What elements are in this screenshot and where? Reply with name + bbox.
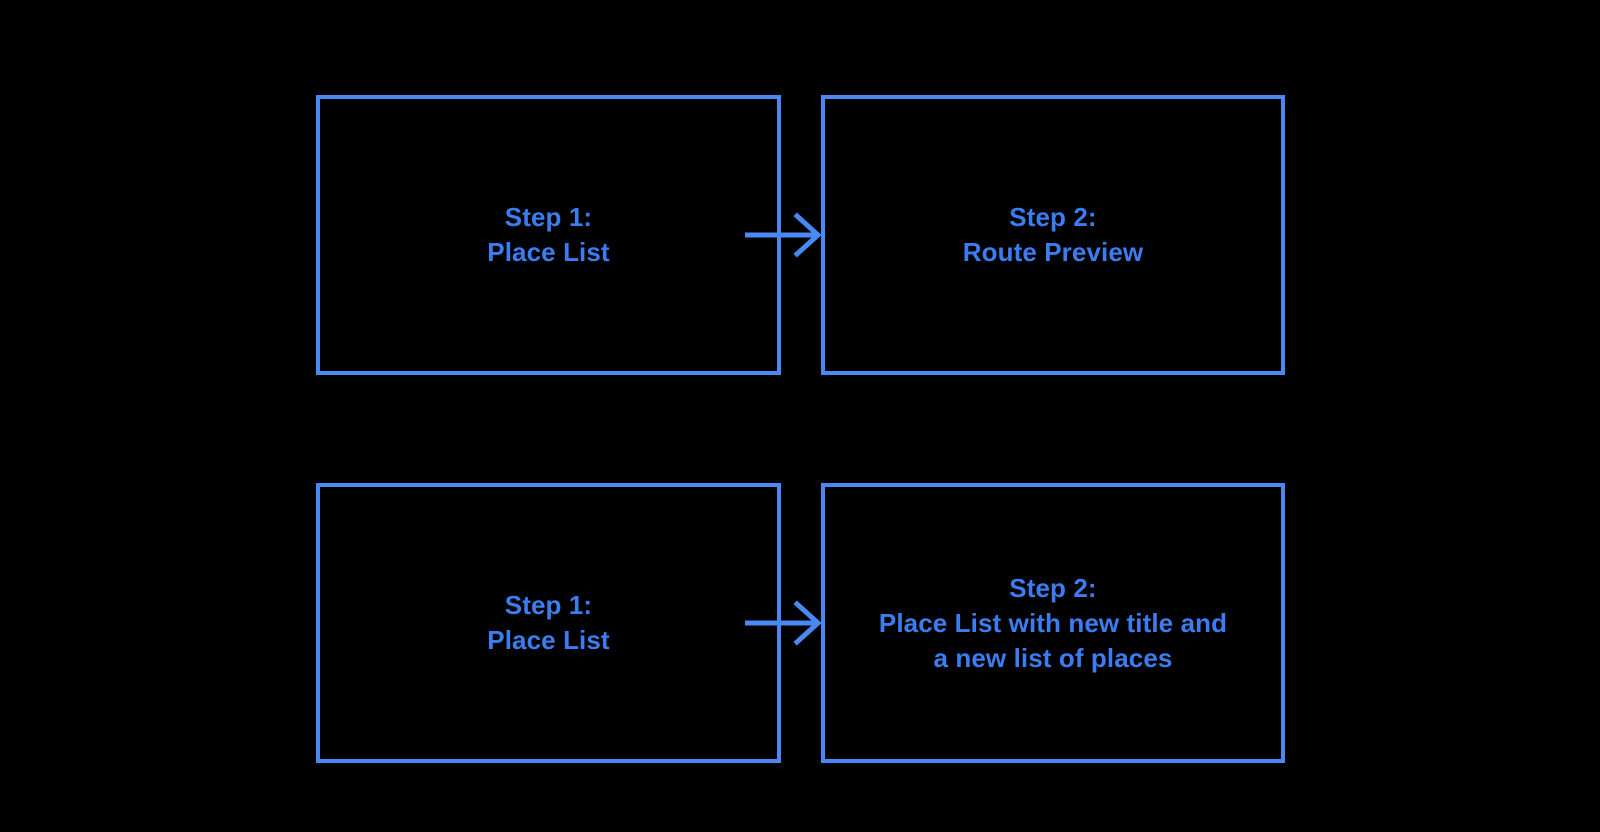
flow-row-new-place-list: Step 1: Place List Step 2: Place List wi…	[0, 483, 1600, 763]
arrow-head	[793, 212, 822, 258]
flow-row-route-preview: Step 1: Place List Step 2: Route Preview	[0, 95, 1600, 375]
step-label-flow2-step2: Step 2: Place List with new title and a …	[878, 572, 1228, 673]
arrow-head	[793, 600, 822, 646]
step-box-flow1-step1[interactable]: Step 1: Place List	[316, 95, 781, 375]
step-box-flow1-step2[interactable]: Step 2: Route Preview	[821, 95, 1285, 375]
step-label-flow2-step1: Step 1: Place List	[487, 590, 610, 655]
step-box-flow2-step1[interactable]: Step 1: Place List	[316, 483, 781, 763]
step-label-flow1-step2: Step 2: Route Preview	[962, 202, 1144, 267]
step-box-flow2-step2[interactable]: Step 2: Place List with new title and a …	[821, 483, 1285, 763]
step-label-flow1-step1: Step 1: Place List	[487, 202, 610, 267]
